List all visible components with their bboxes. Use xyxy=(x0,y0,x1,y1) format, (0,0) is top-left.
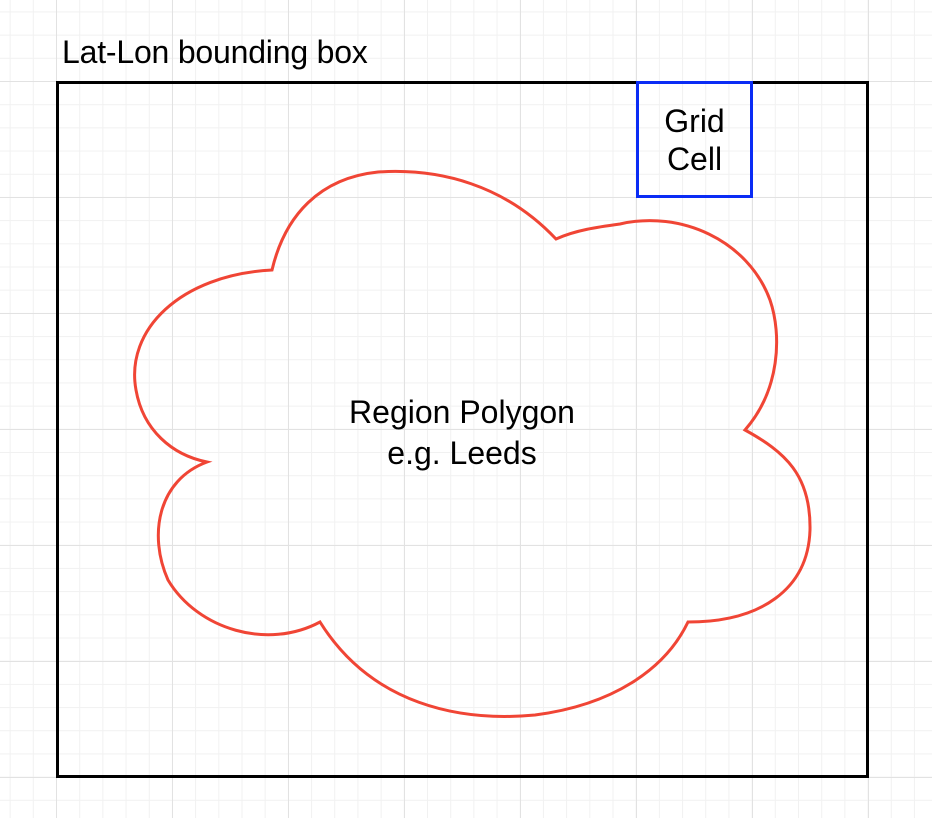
region-label-line1: Region Polygon xyxy=(349,394,575,430)
bounding-box-title: Lat-Lon bounding box xyxy=(62,34,368,70)
lat-lon-bounding-box xyxy=(56,81,869,778)
region-label-line2: e.g. Leeds xyxy=(387,435,537,471)
grid-cell: Grid Cell xyxy=(636,81,753,198)
grid-cell-label-line1: Grid xyxy=(664,102,725,139)
region-polygon xyxy=(133,169,812,718)
grid-cell-label-line2: Cell xyxy=(666,140,723,177)
region-label: Region Polygon e.g. Leeds xyxy=(262,392,662,474)
